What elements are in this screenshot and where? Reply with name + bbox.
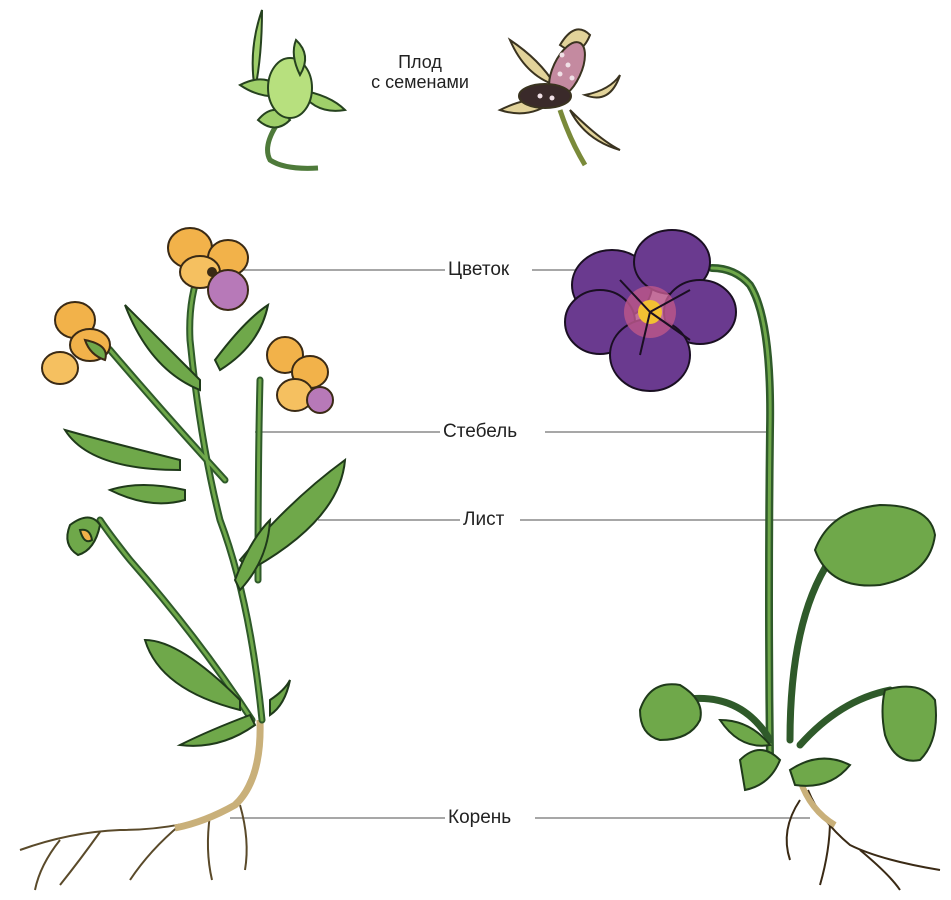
fruit-sepal (253, 10, 262, 90)
leaf (215, 305, 268, 370)
dry-fruit-valve (585, 75, 620, 98)
seed (558, 72, 563, 77)
seed (570, 76, 575, 81)
flower-label: Цветок (445, 259, 512, 281)
garden-petioles (680, 560, 890, 745)
wild-pansy-illustration (20, 228, 345, 890)
dry-fruit-illustration (500, 29, 620, 165)
garden-flower-stalk-inner (712, 268, 770, 760)
seed-cluster (519, 84, 571, 108)
leaf (740, 750, 780, 790)
seed (566, 63, 571, 68)
garden-leaves (640, 505, 936, 790)
garden-pansy-flower (565, 230, 736, 391)
leaf (65, 430, 180, 470)
leaf (640, 684, 701, 740)
green-fruit-illustration (240, 10, 345, 168)
stem-label: Стебель (440, 421, 520, 443)
root-label: Корень (445, 807, 514, 829)
seed (538, 94, 543, 99)
dry-fruit-stalk (560, 110, 585, 165)
leaf (815, 505, 935, 586)
leaf (145, 640, 240, 710)
wild-flower-left (42, 302, 110, 384)
fruit-label-line1: Плод (340, 52, 500, 72)
garden-flower-stalk (712, 268, 770, 760)
wild-flower-right (267, 337, 333, 413)
leaf (883, 687, 937, 761)
seed (550, 96, 555, 101)
fruit-label-line2: с семенами (340, 72, 500, 92)
leaf (270, 680, 290, 715)
leaf (110, 485, 185, 503)
dry-fruit-valve (510, 40, 555, 85)
wild-bud (67, 518, 100, 556)
dry-fruit-valve (570, 110, 620, 150)
fruit-label: Плод с семенами (340, 52, 500, 92)
wild-flower-top (168, 228, 248, 310)
leaf (180, 715, 255, 746)
leaf (790, 759, 850, 786)
garden-pansy-illustration (565, 230, 940, 890)
wild-roots (20, 740, 262, 890)
seed (560, 53, 565, 58)
fruit-capsule (268, 58, 312, 118)
leaf-label: Лист (460, 509, 507, 531)
